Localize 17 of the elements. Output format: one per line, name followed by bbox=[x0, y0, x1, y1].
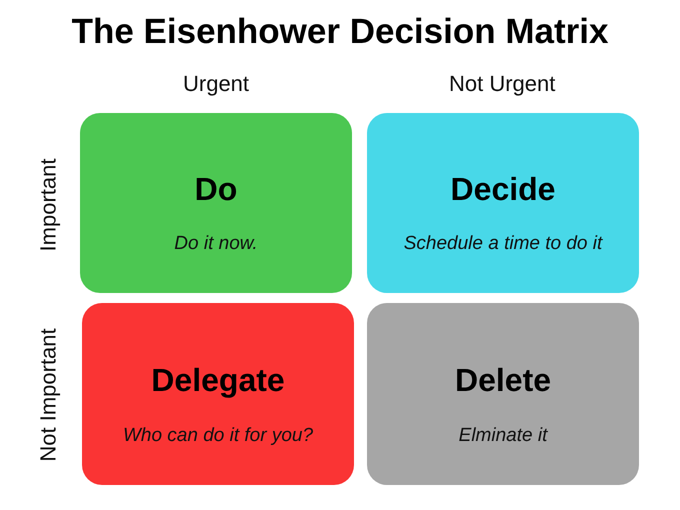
column-label: Urgent bbox=[183, 71, 250, 97]
row-label: Important bbox=[34, 158, 61, 252]
quadrant-heading: Decide bbox=[450, 171, 556, 208]
quadrant-description: Schedule a time to do it bbox=[404, 233, 602, 255]
column-label: Not Urgent bbox=[449, 71, 556, 97]
quadrant-heading: Delete bbox=[454, 362, 552, 399]
quadrant-description: Elminate it bbox=[458, 425, 548, 447]
quadrant-card bbox=[82, 303, 354, 485]
quadrant-description: Who can do it for you? bbox=[122, 425, 314, 447]
quadrant-card bbox=[367, 303, 639, 485]
quadrant-card bbox=[80, 113, 352, 293]
title: The Eisenhower Decision Matrix bbox=[70, 12, 610, 52]
row-label: Not Important bbox=[35, 328, 62, 462]
quadrant-description: Do it now. bbox=[174, 233, 258, 255]
quadrant-card bbox=[367, 113, 639, 293]
quadrant-heading: Delegate bbox=[151, 362, 285, 399]
quadrant-heading: Do bbox=[194, 171, 238, 208]
